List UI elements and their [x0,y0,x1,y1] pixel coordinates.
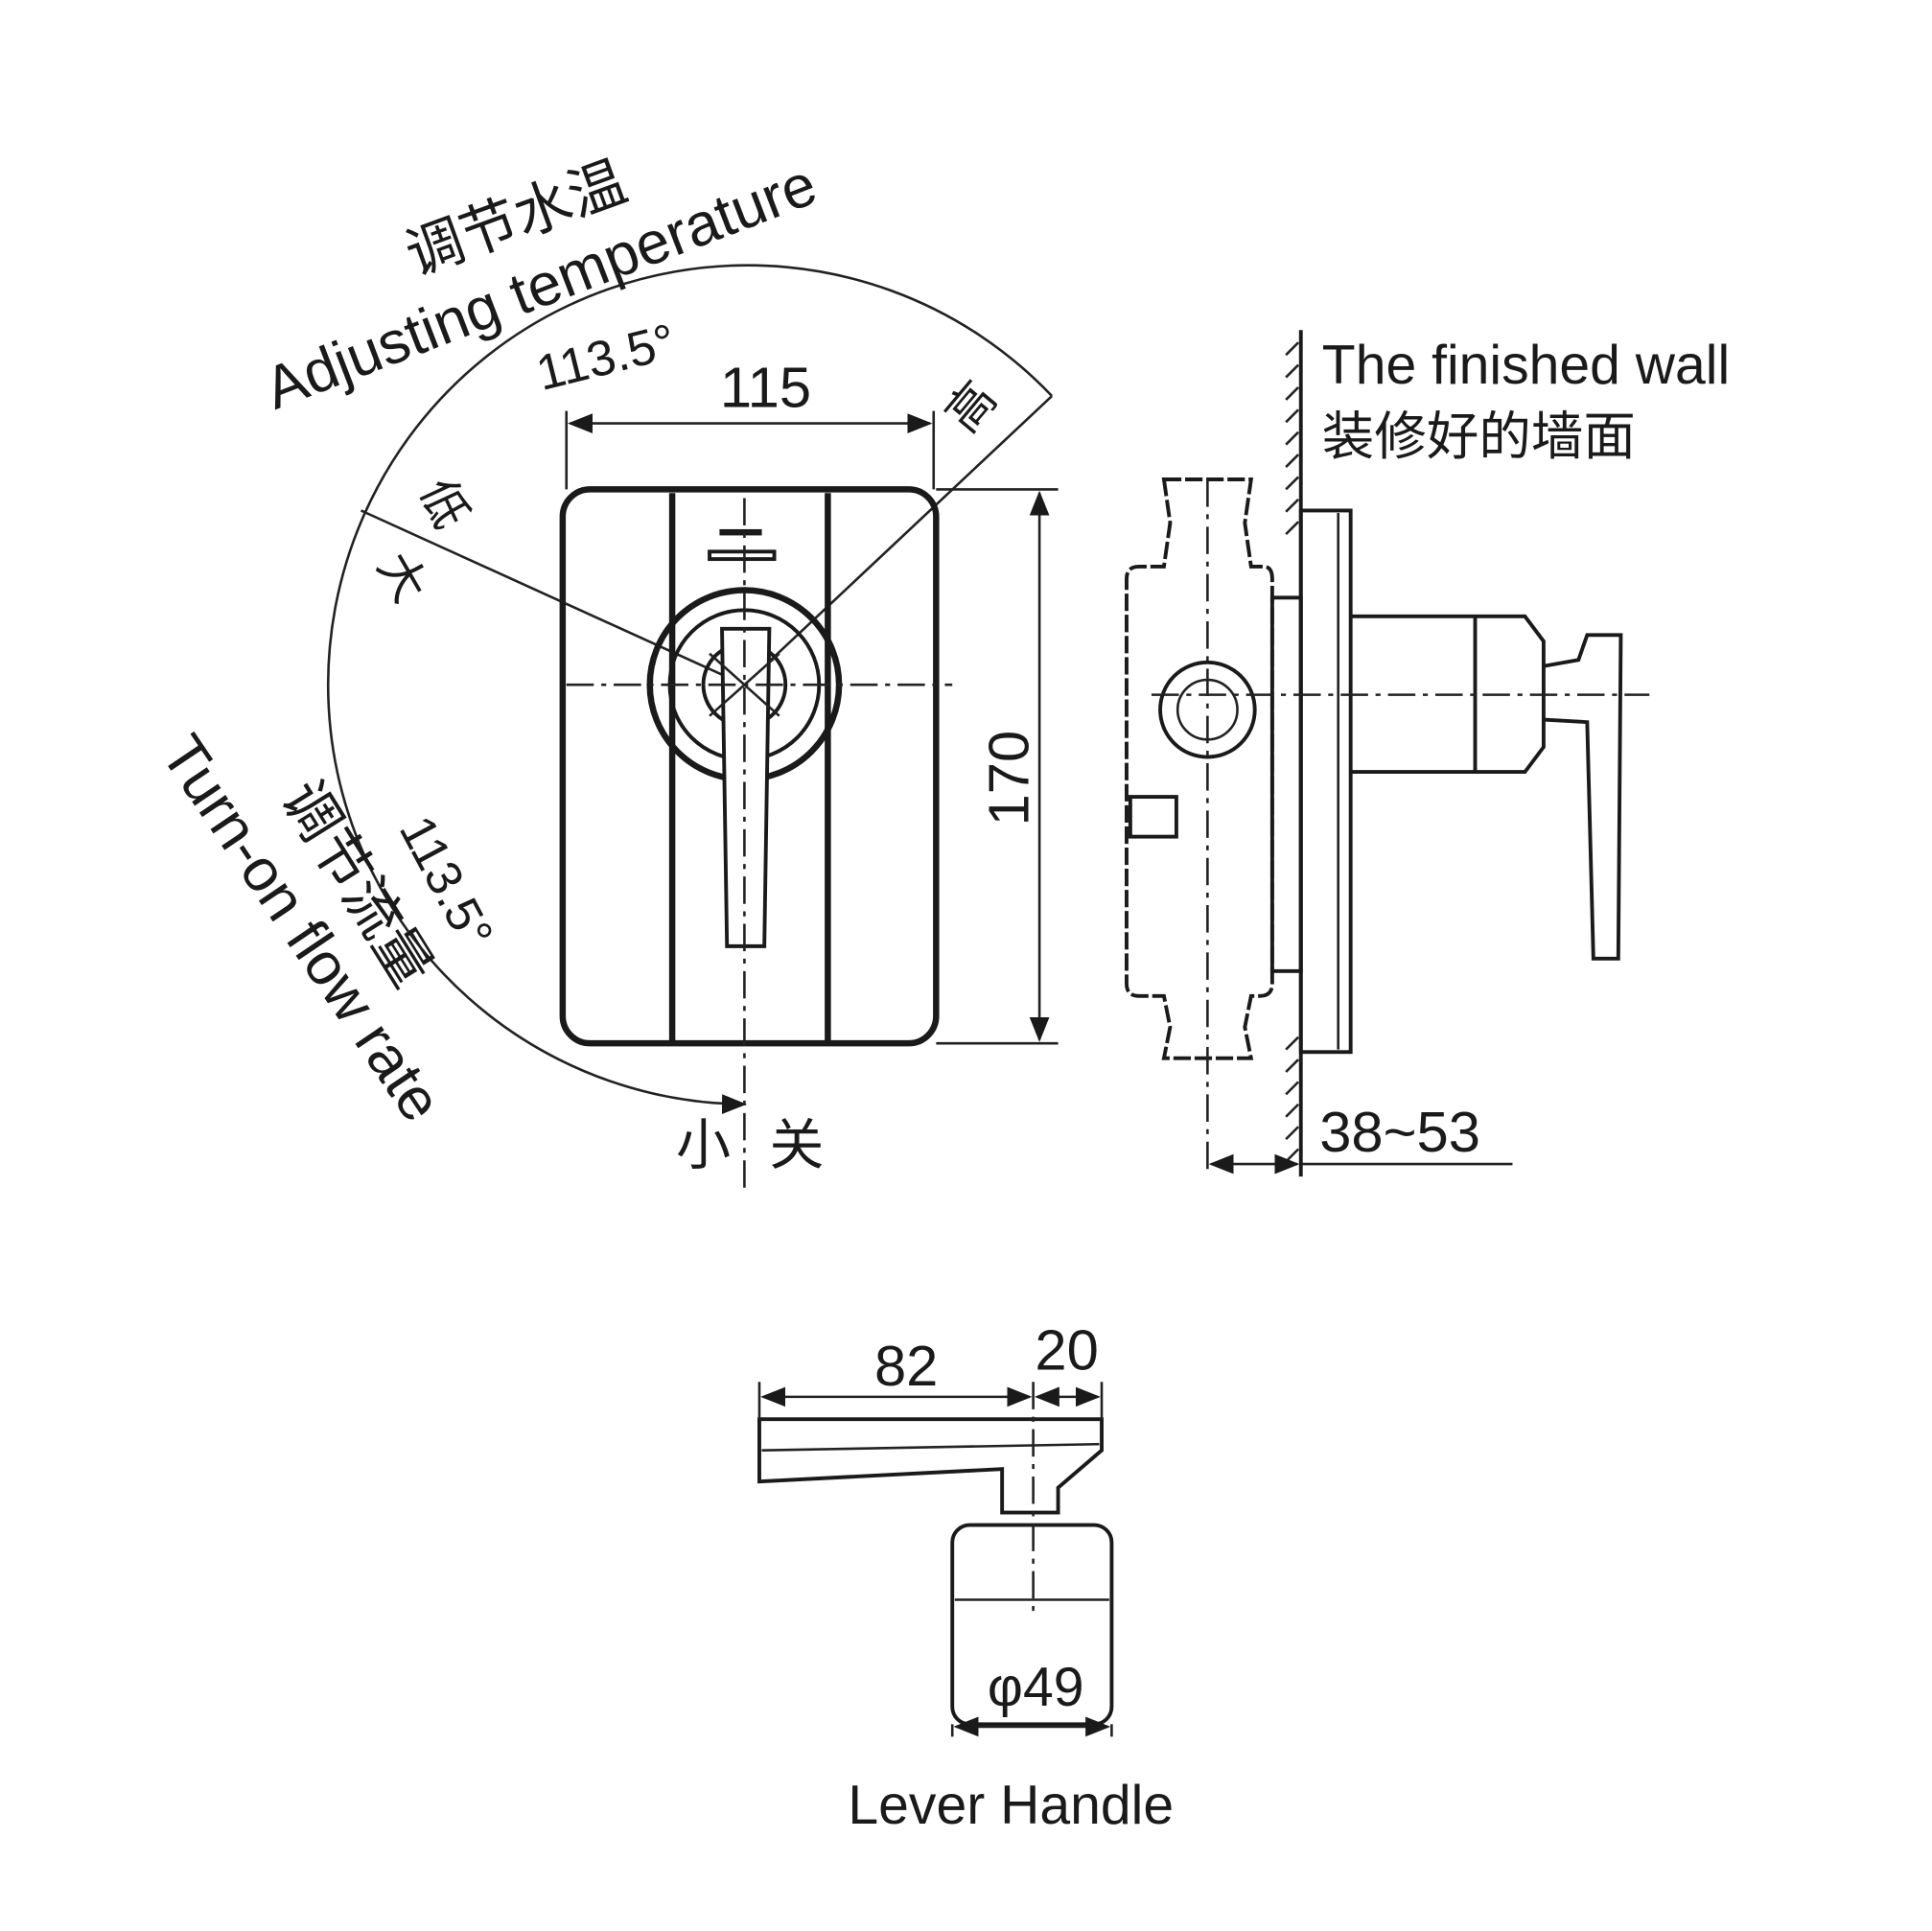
wall-hatch-tick [1285,1081,1300,1096]
mark-high: 高 [935,371,1008,443]
wall-hatch-tick [1285,363,1300,379]
diameter-dimension: φ49 [988,1657,1084,1718]
cover-plate [559,486,940,1047]
wall-hatch-tick [1285,454,1300,468]
wall-hatch-tick [1285,1148,1300,1163]
wall-hatch-tick [1285,521,1300,536]
rotation-arc [326,264,1054,1114]
lever-handle-caption: Lever Handle [848,1775,1174,1836]
lever-handle-view: 82 20 φ49 Lever Handle [757,1317,1174,1836]
escutcheon-plate [1298,508,1353,1055]
temperature-angle: 113.5° [531,314,682,402]
marking-top [719,528,762,536]
lever-side [1543,633,1623,961]
mark-small: 小 [676,1114,731,1177]
finished-wall-label-cn: 装修好的墙面 [1322,406,1636,467]
wall-hatch-tick [1285,1035,1300,1051]
depth-dimension: 38~53 [1319,1100,1480,1164]
front-view: 115 170 调节水温 Adjusting temperature 113.5… [149,149,1059,1193]
width-dimension: 115 [720,356,811,420]
wall-hatch-tick [1285,386,1300,401]
high-position-line [743,395,1053,686]
mounting-sleeve [1269,595,1303,973]
wall-hatch-tick [1285,1059,1300,1073]
width-dimension-lever: 20 [1035,1317,1098,1382]
marking-bottom [708,549,777,562]
wall-hatch-tick [1285,408,1300,424]
wall-hatch-tick [1285,430,1300,446]
valve-body [1125,477,1274,1060]
wall-hatch-tick [1285,1126,1300,1141]
finished-wall-label-en: The finished wall [1322,335,1730,396]
valve-port [1128,795,1178,839]
mark-off: 关 [769,1114,824,1177]
wall-hatching [1285,341,1300,1163]
length-dimension: 82 [874,1334,938,1398]
wall-hatch-tick [1285,1103,1300,1118]
mark-large: 大 [366,543,438,612]
low-position-line [360,509,745,686]
side-view: The finished wall 装修好的墙面 38~53 [1125,330,1730,1177]
wall-hatch-tick [1285,341,1300,357]
wall-hatch-tick [1285,498,1300,513]
valve-cartridge-outer [1158,660,1257,759]
wall-hatch-tick [1285,476,1300,491]
lever-arm [757,1417,1104,1515]
height-dimension: 170 [976,731,1040,826]
mark-low: 低 [409,471,479,537]
lever-arm-edge [761,1442,1100,1452]
